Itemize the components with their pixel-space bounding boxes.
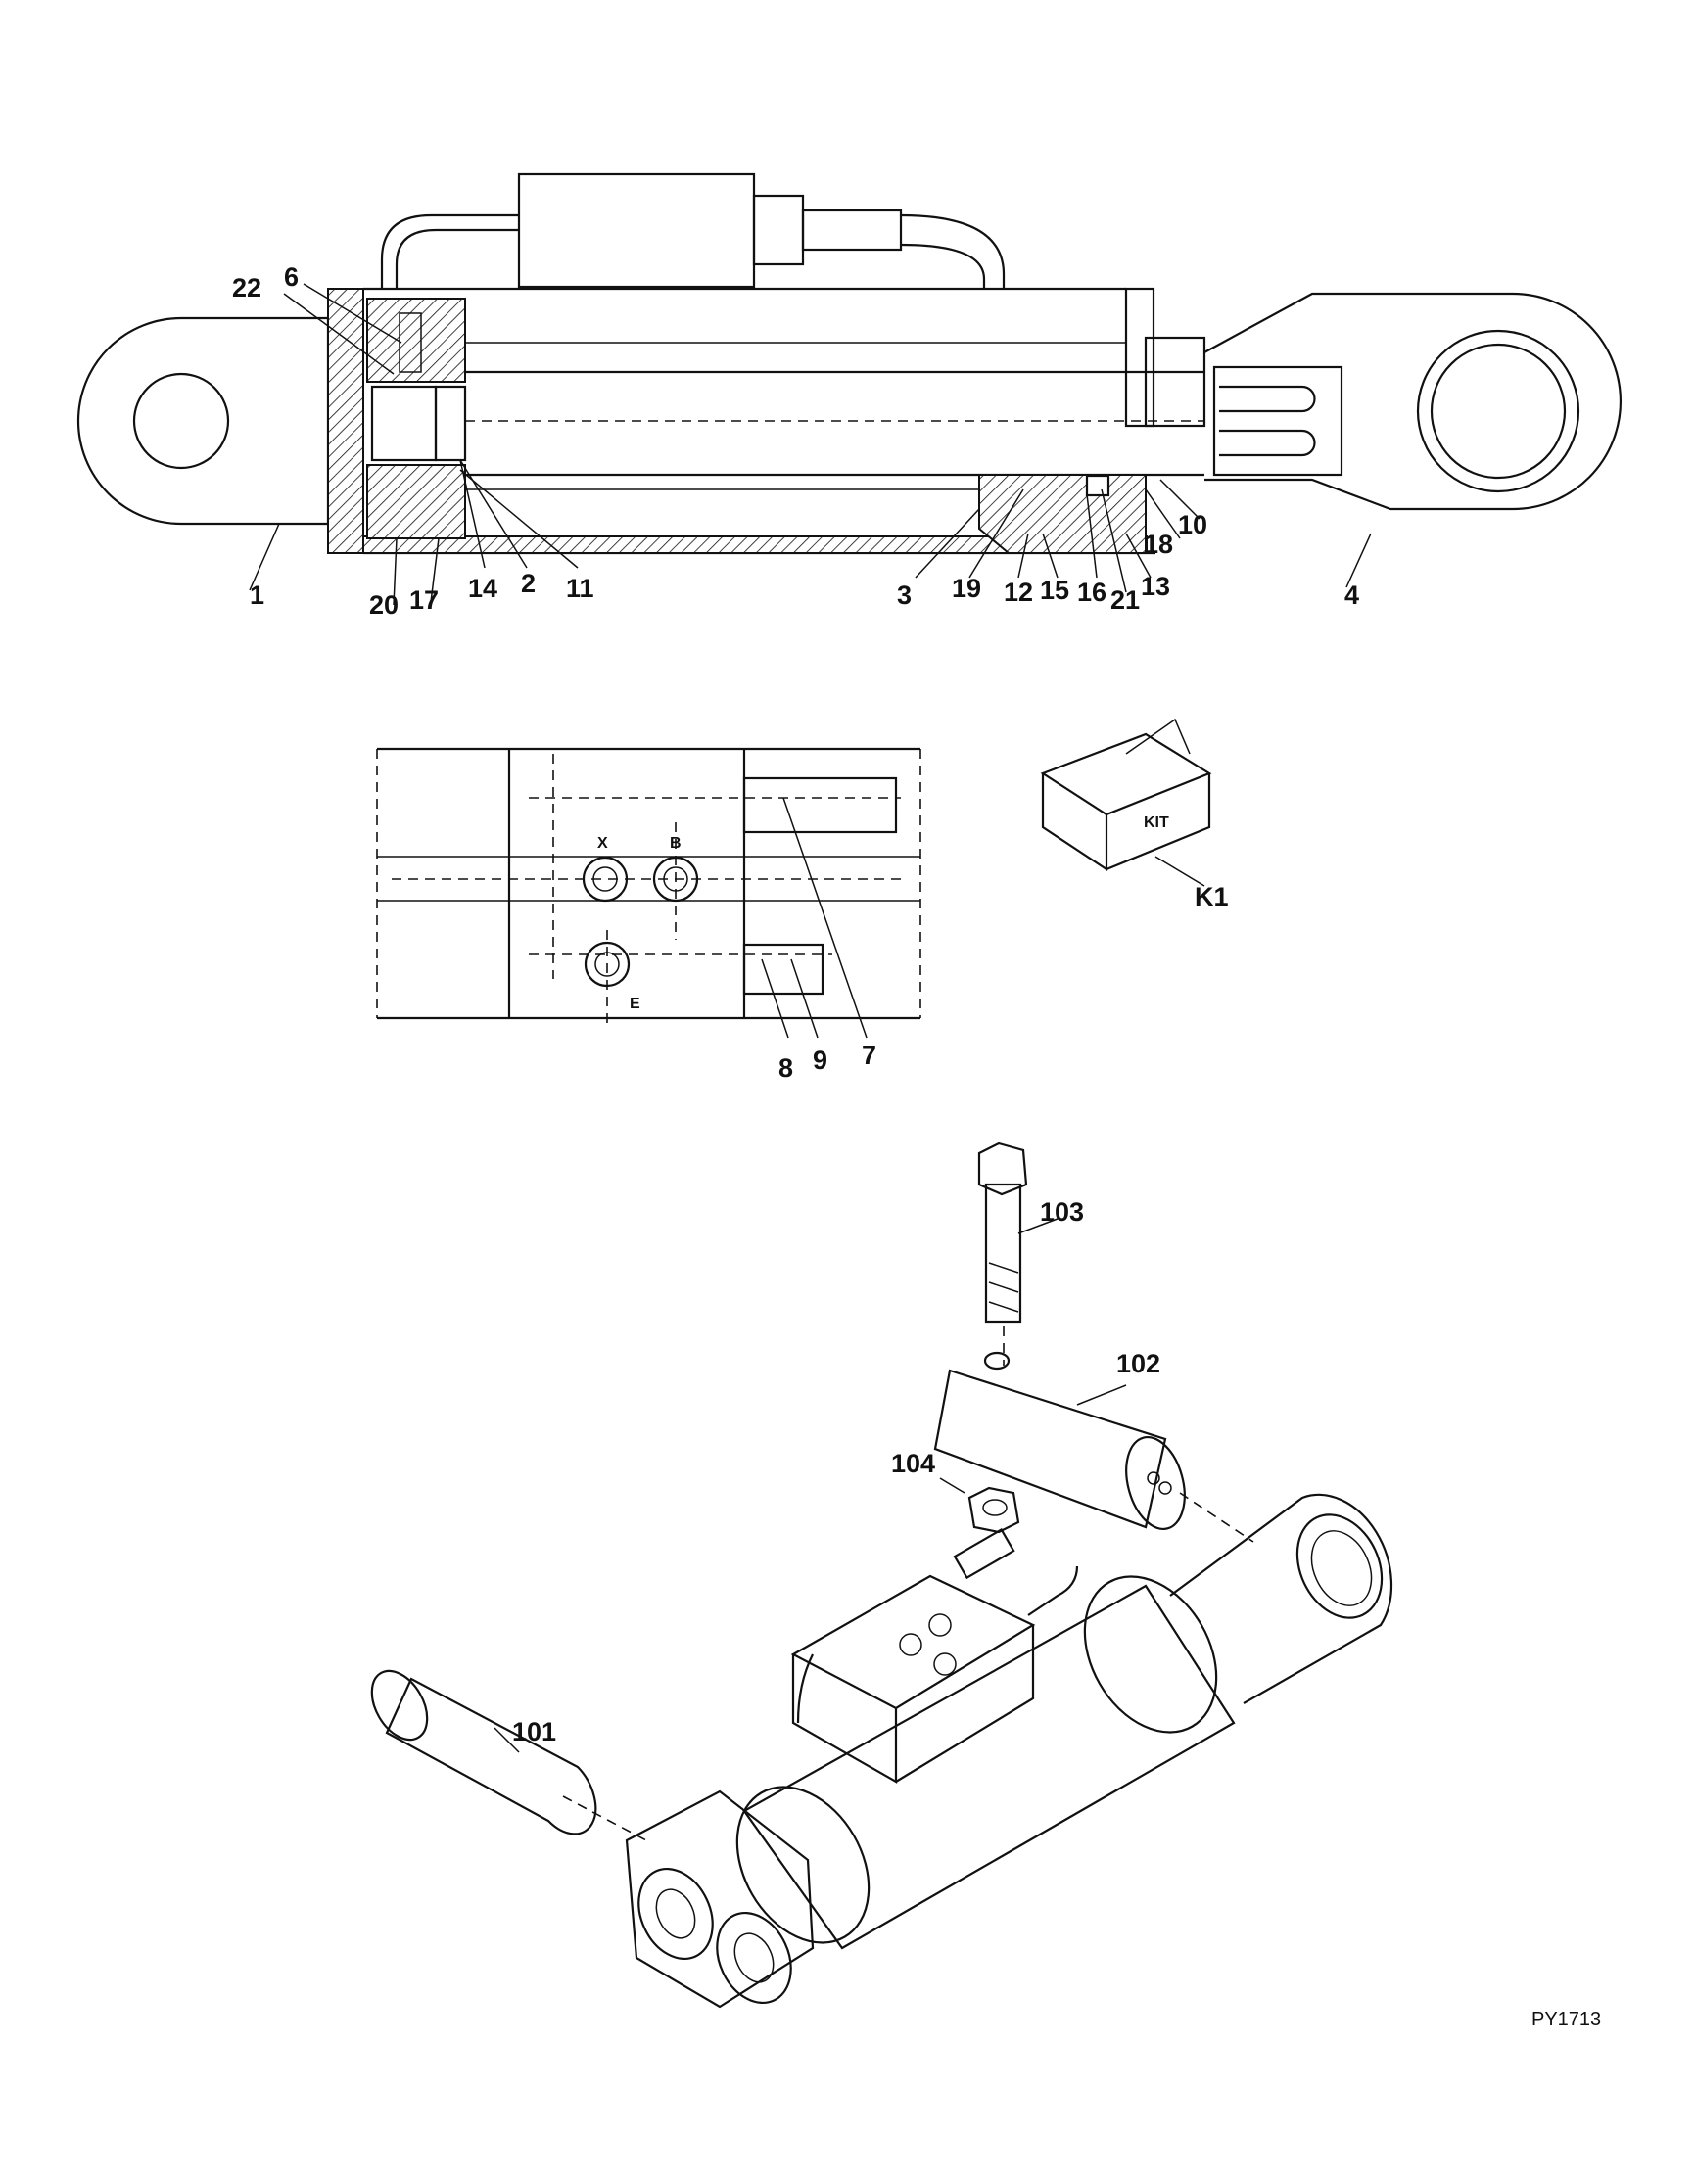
callout-19: 19 — [952, 574, 981, 603]
isometric-assembly-view — [370, 1141, 1393, 2009]
valve-block-view: X B E — [376, 747, 921, 1039]
kit-box-icon: KIT — [1040, 718, 1212, 887]
callout-labels: 1 2 3 4 6 7 8 9 10 11 12 13 14 15 16 17 … — [232, 262, 1359, 1746]
nut-104-icon — [939, 1477, 1020, 1534]
callout-13: 13 — [1141, 572, 1170, 601]
callout-4: 4 — [1344, 581, 1359, 610]
cylinder-section-view — [76, 172, 1623, 606]
cylinder-assembly-icon — [625, 1493, 1393, 2009]
callout-18: 18 — [1144, 530, 1173, 559]
callout-3: 3 — [897, 581, 912, 610]
callout-k1: K1 — [1195, 882, 1229, 911]
callout-20: 20 — [369, 590, 399, 620]
callout-21: 21 — [1110, 585, 1140, 615]
port-e-label: E — [630, 996, 640, 1012]
pin-102-icon — [933, 1351, 1254, 1543]
callout-14: 14 — [468, 574, 497, 603]
callout-102: 102 — [1116, 1349, 1160, 1378]
callout-101: 101 — [512, 1717, 556, 1746]
callout-9: 9 — [813, 1046, 827, 1075]
kit-box-label: KIT — [1144, 814, 1169, 831]
callout-2: 2 — [521, 569, 536, 598]
callout-7: 7 — [862, 1041, 876, 1070]
callout-11: 11 — [566, 574, 594, 603]
callout-10: 10 — [1178, 510, 1207, 539]
callout-103: 103 — [1040, 1197, 1084, 1227]
callout-6: 6 — [284, 262, 299, 292]
port-x-label: X — [597, 835, 608, 852]
callout-1: 1 — [250, 581, 264, 610]
callout-22: 22 — [232, 273, 261, 302]
callout-16: 16 — [1077, 578, 1106, 607]
drawing-reference: PY1713 — [1531, 2009, 1601, 2030]
callout-8: 8 — [778, 1053, 793, 1083]
callout-12: 12 — [1004, 578, 1033, 607]
bolt-103-icon — [977, 1141, 1059, 1366]
callout-17: 17 — [409, 585, 439, 615]
callout-104: 104 — [891, 1449, 935, 1478]
pin-101-icon — [370, 1669, 647, 1841]
callout-15: 15 — [1040, 576, 1069, 605]
port-b-label: B — [670, 835, 682, 852]
